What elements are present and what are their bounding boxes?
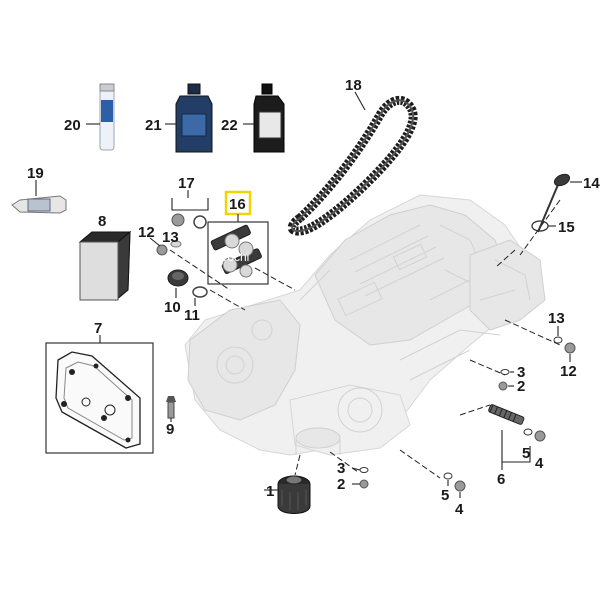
part-14-15-dipstick	[531, 173, 582, 233]
callout-21: 21	[145, 117, 162, 134]
part-9-screw	[166, 396, 176, 422]
watermark-text: hirochi	[214, 250, 249, 264]
part-1-oil-filter	[264, 475, 311, 514]
callout-8: 8	[98, 213, 106, 230]
part-19-sealant-tube	[11, 180, 67, 214]
callout-4-right: 4	[535, 455, 544, 472]
engine-ghost-illustration	[184, 194, 546, 456]
part-8-air-filter	[78, 230, 132, 302]
callout-3-lower: 3	[337, 460, 345, 477]
part-20-grease-tube	[86, 83, 115, 151]
part-17-sensor	[171, 190, 209, 229]
callout-1: 1	[266, 483, 274, 500]
callout-22: 22	[221, 117, 238, 134]
leader-lines	[169, 199, 561, 479]
part-16-kit	[207, 190, 269, 285]
callout-20: 20	[64, 117, 81, 134]
part-2-3-lower-plug	[351, 467, 369, 489]
part-4-5-lower-plug	[443, 472, 466, 498]
callout-3-upper: 3	[517, 364, 525, 381]
callout-18: 18	[345, 77, 362, 94]
callout-5-right: 5	[522, 445, 530, 462]
callout-17: 17	[178, 175, 195, 192]
callout-7: 7	[94, 320, 102, 337]
callout-15: 15	[558, 219, 575, 236]
callout-10: 10	[164, 299, 181, 316]
part-12-13-right-plug	[553, 326, 576, 362]
part-12-13-left-plug	[149, 237, 182, 256]
callout-2-upper: 2	[517, 378, 525, 395]
callout-labels: 1 2 2 3 3 4 4 5 5 6 7 8 9 10 11 12 12 13…	[27, 77, 600, 518]
part-6-sensor-assembly	[488, 404, 546, 470]
callout-12-right: 12	[560, 363, 577, 380]
part-22-oil-bottle	[243, 83, 285, 153]
callout-11: 11	[184, 307, 200, 324]
callout-14: 14	[583, 175, 600, 192]
part-10-11-oil-cap	[167, 269, 208, 306]
callout-2-lower: 2	[337, 476, 345, 493]
callout-5-lower: 5	[441, 487, 449, 504]
callout-4-lower: 4	[455, 501, 464, 518]
part-21-oil-bottle	[165, 83, 213, 153]
callout-6: 6	[497, 471, 505, 488]
callout-9: 9	[166, 421, 174, 438]
callout-19: 19	[27, 165, 44, 182]
callout-12-left: 12	[138, 224, 155, 241]
callout-16-highlighted: 16	[229, 196, 246, 213]
callout-13-right: 13	[548, 310, 565, 327]
callout-13-left: 13	[162, 229, 179, 246]
part-2-3-upper-plug	[498, 369, 514, 391]
part-18-drive-belt	[287, 91, 418, 236]
part-7-gasket	[45, 335, 154, 454]
